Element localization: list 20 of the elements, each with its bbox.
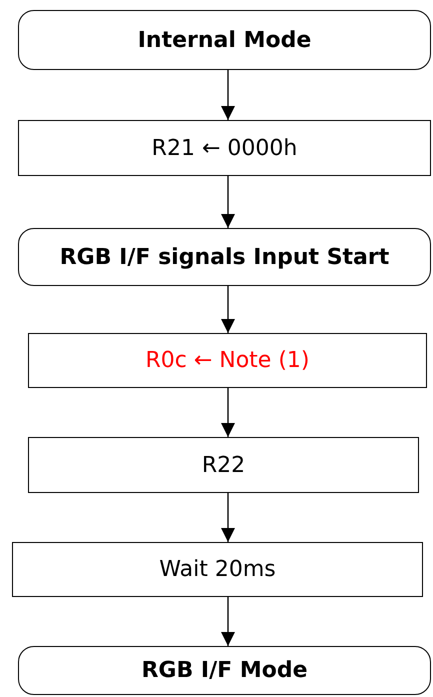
- terminal-box: [18, 646, 431, 695]
- step-label: R21 ← 0000h: [152, 136, 298, 160]
- process-box: [18, 120, 431, 176]
- step-label: Internal Mode: [138, 28, 312, 52]
- arrow: [221, 286, 235, 333]
- terminal-box: [18, 10, 431, 70]
- terminal-box: [18, 228, 431, 286]
- step-label: RGB I/F signals Input Start: [60, 244, 390, 270]
- arrow: [221, 597, 235, 646]
- step-label: R0c ← Note (1): [145, 348, 310, 373]
- arrow: [221, 176, 235, 228]
- step-label: RGB I/F Mode: [141, 658, 308, 683]
- step-label: Wait 20ms: [159, 557, 276, 582]
- process-box: [12, 542, 423, 597]
- arrow: [221, 70, 235, 120]
- arrow: [221, 493, 235, 542]
- step-label: R22: [202, 452, 246, 478]
- process-box: [28, 333, 427, 388]
- process-box: [28, 437, 419, 493]
- arrow: [221, 388, 235, 437]
